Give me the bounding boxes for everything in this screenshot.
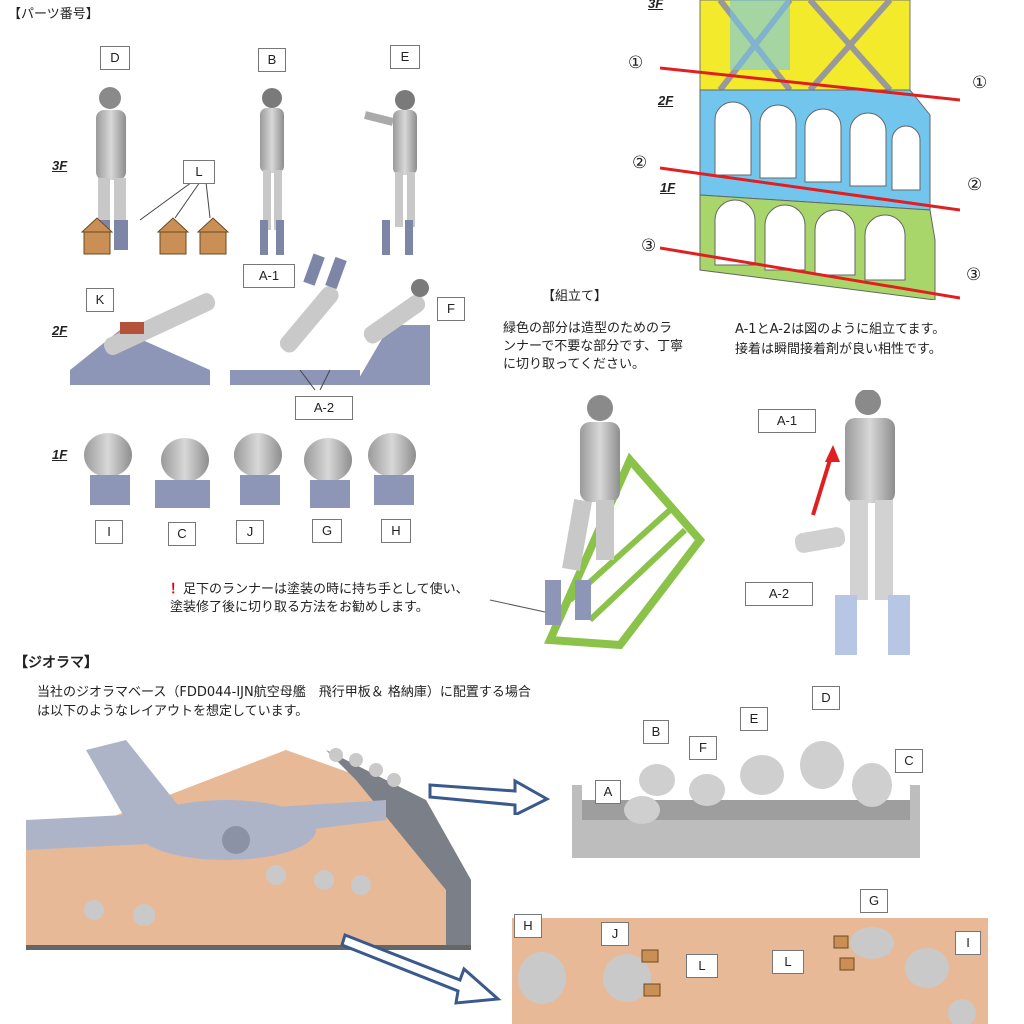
label-j: J	[236, 520, 264, 544]
cut-mark-2-left: ②	[632, 153, 648, 173]
assembly-note-line-2: 塗装修了後に切り取る方法をお勧めします。	[170, 600, 429, 615]
assembly-illustration	[490, 390, 910, 655]
diorama-text-line-2: は以下のようなレイアウトを想定しています。	[37, 704, 309, 719]
assembly-note-line-1: 足下のランナーは塗装の時に持ち手として使い、	[183, 582, 469, 597]
gallery-diorama	[572, 741, 920, 858]
cut-mark-2-right: ②	[967, 175, 983, 195]
warning-icon: ！	[170, 582, 184, 597]
cut-mark-3-right: ③	[966, 265, 982, 285]
diorama-label-l2: L	[772, 950, 804, 974]
cut-mark-3-left: ③	[641, 236, 657, 256]
floor-label-1f: 1F	[52, 447, 68, 462]
diorama-label-h: H	[514, 914, 542, 938]
assembly-note: ！足下のランナーは塗装の時に持ち手として使い、 塗装修了後に切り取る方法をお勧め…	[170, 581, 469, 617]
diorama-text: 当社のジオラマベース（FDD044-IJN航空母艦 飛行甲板＆ 格納庫）に配置す…	[37, 683, 531, 721]
label-g: G	[312, 519, 342, 543]
diorama-label-d: D	[812, 686, 840, 710]
figures-1f	[84, 433, 416, 508]
diorama-label-j: J	[601, 922, 629, 946]
parts-illustration	[70, 87, 430, 508]
assembly-text-left-line-1: 緑色の部分は造型のためのラ	[503, 321, 673, 336]
figure-k	[70, 293, 216, 385]
assembly-label-a2: A-2	[745, 582, 813, 606]
l-boxes	[80, 217, 230, 255]
runner-figure	[544, 395, 706, 650]
diorama-label-g: G	[860, 889, 888, 913]
diorama-label-b: B	[643, 720, 669, 744]
diorama-title: 【ジオラマ】	[14, 655, 98, 671]
label-h: H	[381, 519, 411, 543]
label-i: I	[95, 520, 123, 544]
diorama-label-i: I	[955, 931, 981, 955]
label-k: K	[86, 288, 114, 312]
assembly-text-left-line-2: ンナーで不要な部分です、丁寧	[503, 339, 684, 354]
label-d: D	[100, 46, 130, 70]
arrow-lower	[340, 933, 502, 1005]
assembly-label-a1: A-1	[758, 409, 816, 433]
runner-tower-illustration	[660, 0, 960, 300]
figure-f	[355, 279, 430, 385]
deck-floor-figures	[518, 927, 976, 1024]
diorama-label-c: C	[895, 749, 923, 773]
assembly-text-left: 緑色の部分は造型のためのラ ンナーで不要な部分です、丁寧 に切り取ってください。	[503, 320, 683, 374]
tower-label-1f: 1F	[660, 180, 676, 195]
label-a2: A-2	[295, 396, 353, 420]
flight-deck-illustration	[26, 740, 471, 950]
a-figure	[794, 390, 910, 655]
diorama-label-l1: L	[686, 954, 718, 978]
label-a1: A-1	[243, 264, 295, 288]
diorama-text-line-1: 当社のジオラマベース（FDD044-IJN航空母艦 飛行甲板＆ 格納庫）に配置す…	[37, 685, 531, 700]
cut-mark-1-right: ①	[972, 73, 988, 93]
label-b: B	[258, 48, 286, 72]
diorama-label-f: F	[689, 736, 717, 760]
parts-section-title: 【パーツ番号】	[8, 7, 99, 22]
tower-label-2f: 2F	[658, 93, 674, 108]
label-l: L	[183, 160, 215, 184]
assembly-text-right: A-1とA-2は図のように組立てます。 接着は瞬間接着剤が良い相性です。	[735, 320, 945, 360]
figure-b	[260, 88, 284, 255]
diorama-label-e: E	[740, 707, 768, 731]
assembly-text-right-line-2: 接着は瞬間接着剤が良い相性です。	[735, 342, 942, 357]
figure-e	[364, 90, 417, 255]
assembly-text-left-line-3: に切り取ってください。	[503, 357, 645, 372]
assembly-text-right-line-1: A-1とA-2は図のように組立てます。	[735, 322, 946, 337]
assembly-title: 【組立て】	[542, 289, 608, 304]
label-f: F	[437, 297, 465, 321]
arrow-upper	[428, 778, 551, 815]
label-e: E	[390, 45, 420, 69]
figure-a	[230, 253, 360, 385]
diorama-label-a: A	[595, 780, 621, 804]
cut-mark-1-left: ①	[628, 53, 644, 73]
label-c: C	[168, 522, 196, 546]
floor-label-2f: 2F	[52, 323, 68, 338]
tower-label-3f: 3F	[648, 0, 664, 11]
floor-label-3f: 3F	[52, 158, 68, 173]
